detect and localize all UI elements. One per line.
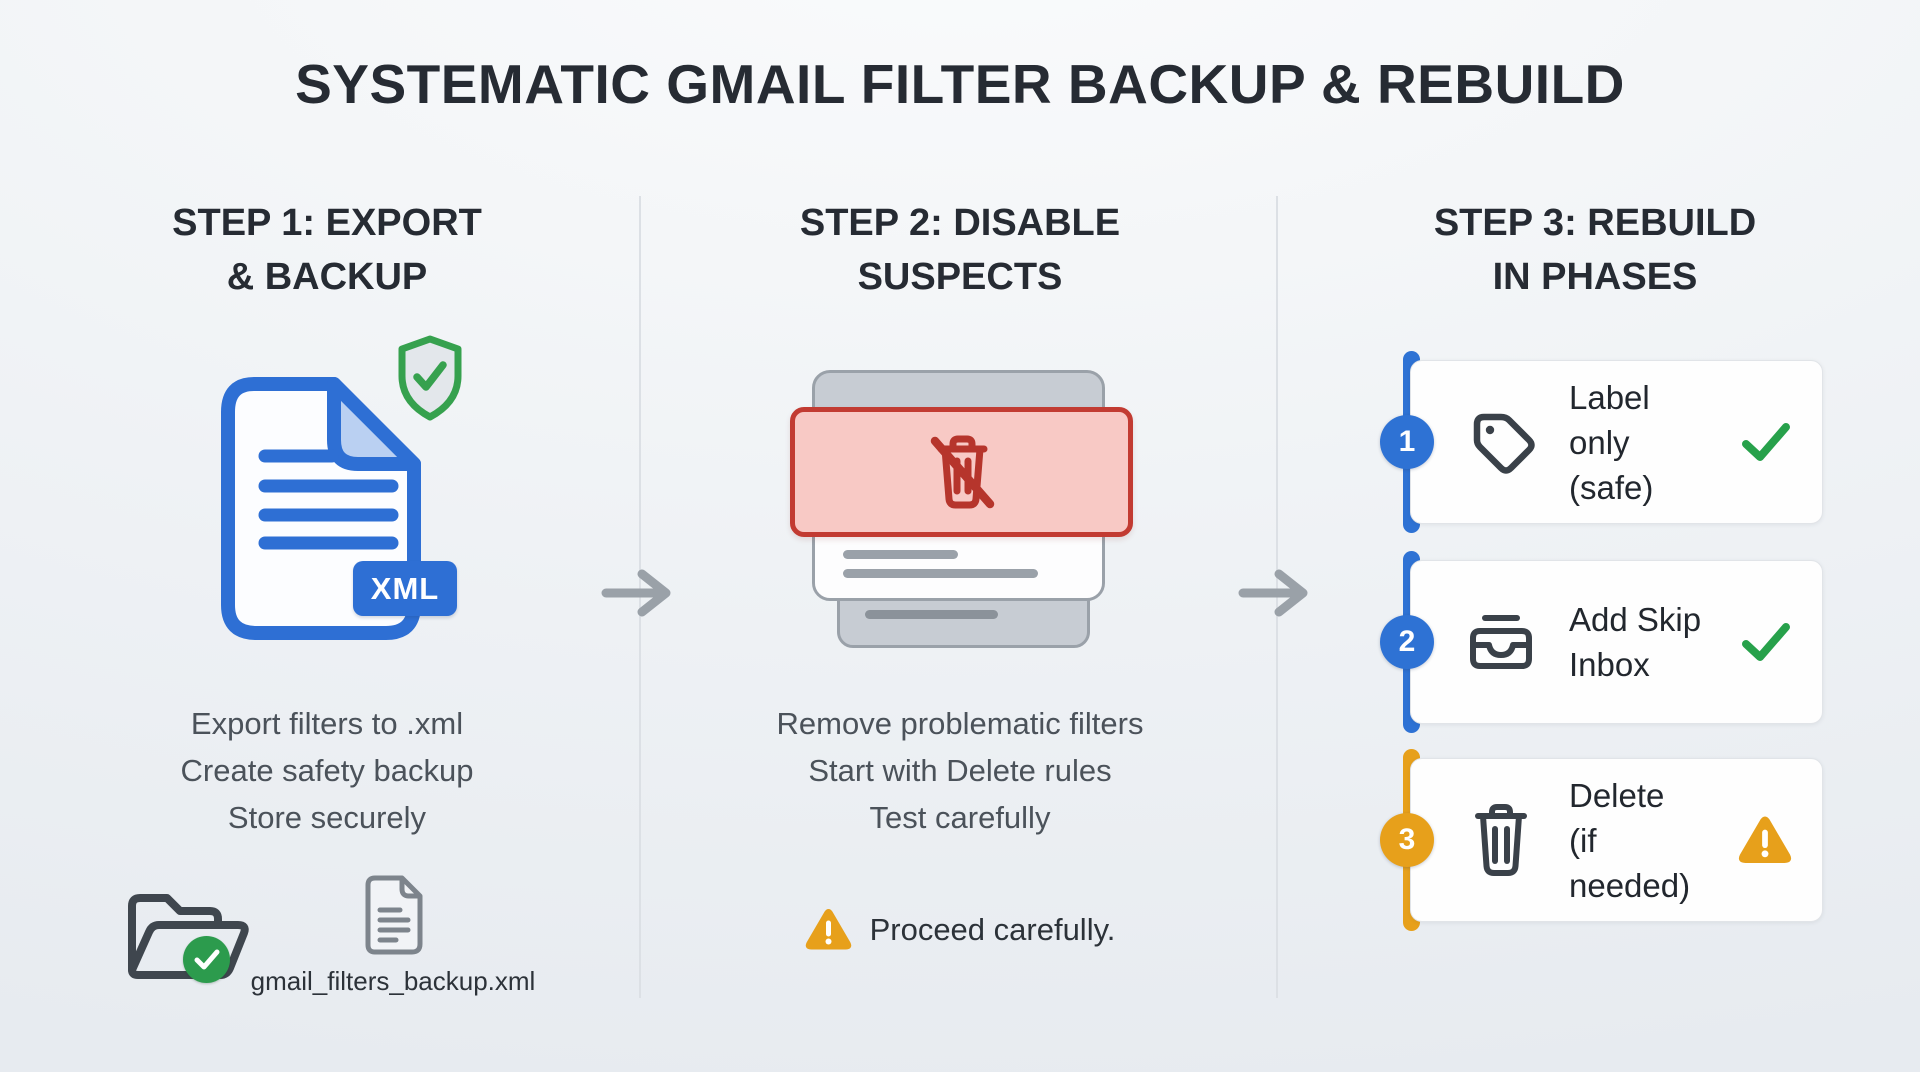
phase-label: Label only (safe) [1569, 375, 1710, 510]
filter-card-rows [815, 534, 1102, 598]
step1-line2: Create safety backup [180, 753, 474, 788]
step2-heading-line2: SUSPECTS [857, 256, 1063, 298]
check-icon [1740, 621, 1792, 663]
no-delete-icon [930, 435, 994, 509]
check-icon [194, 949, 219, 970]
caution-note: Proceed carefully. [713, 908, 1207, 951]
phase-label-line1: Add Skip [1569, 601, 1702, 638]
filter-list-graphic [787, 368, 1133, 652]
trash-icon [1463, 803, 1539, 877]
arrow-right-icon [1238, 569, 1308, 617]
step1-line1: Export filters to .xml [190, 706, 464, 741]
step1-description: Export filters to .xml Create safety bac… [80, 700, 574, 841]
step2-line1: Remove problematic filters [776, 706, 1144, 741]
shield-check-icon [398, 335, 462, 421]
phase-label: Add Skip Inbox [1569, 597, 1710, 687]
step1-heading-line1: STEP 1: EXPORT [172, 202, 482, 244]
backup-filename: gmail_filters_backup.xml [250, 966, 536, 996]
warning-triangle-icon [1738, 815, 1792, 865]
phase-label-line1: Label only [1569, 378, 1650, 461]
page-title: SYSTEMATIC GMAIL FILTER BACKUP & REBUILD [295, 53, 1625, 115]
step2-line2: Start with Delete rules [808, 753, 1112, 788]
caution-text: Proceed carefully. [869, 911, 1116, 947]
filter-text-line [843, 550, 958, 559]
phase-card-body: Add Skip Inbox [1410, 560, 1823, 724]
phase-card-label-only: Label only (safe) 1 [1380, 351, 1823, 533]
filter-text-line [843, 569, 1038, 578]
phase-number-badge: 1 [1380, 415, 1434, 469]
phase-label-line2: Inbox [1569, 646, 1650, 683]
folder-check-badge [183, 936, 230, 983]
phase-number-badge: 2 [1380, 615, 1434, 669]
check-icon [1740, 421, 1792, 463]
step1-heading: STEP 1: EXPORT & BACKUP [80, 196, 574, 304]
phase-label-line2: (if needed) [1569, 821, 1691, 904]
phase-card-body: Label only (safe) [1410, 360, 1823, 524]
phase-card-delete: Delete (if needed) 3 [1380, 749, 1823, 931]
step1-line3: Store securely [227, 800, 427, 835]
phase-label: Delete (if needed) [1569, 773, 1708, 908]
xml-format-badge: XML [353, 561, 457, 616]
filter-text-line [865, 610, 998, 619]
tag-icon [1463, 407, 1539, 477]
step3-heading: STEP 3: REBUILD IN PHASES [1348, 196, 1842, 304]
phase-card-body: Delete (if needed) [1410, 758, 1823, 922]
phase-number-badge: 3 [1380, 813, 1434, 867]
warning-triangle-icon [805, 909, 851, 950]
phase-card-skip-inbox: Add Skip Inbox 2 [1380, 551, 1823, 733]
disable-filter-banner [790, 407, 1133, 537]
step2-heading-line1: STEP 2: DISABLE [799, 202, 1121, 244]
arrow-right-icon [601, 569, 671, 617]
step3-heading-line1: STEP 3: REBUILD [1433, 202, 1757, 244]
folder-icon [128, 894, 249, 979]
phase-label-line2: (safe) [1569, 468, 1654, 506]
step2-line3: Test carefully [869, 800, 1051, 835]
step3-heading-line2: IN PHASES [1492, 256, 1698, 298]
backup-file-icon [365, 875, 423, 955]
step2-description: Remove problematic filters Start with De… [713, 700, 1207, 841]
phase-label-line1: Delete [1569, 776, 1665, 814]
step1-heading-line2: & BACKUP [226, 256, 428, 298]
step2-heading: STEP 2: DISABLE SUSPECTS [713, 196, 1207, 304]
inbox-icon [1463, 611, 1539, 673]
